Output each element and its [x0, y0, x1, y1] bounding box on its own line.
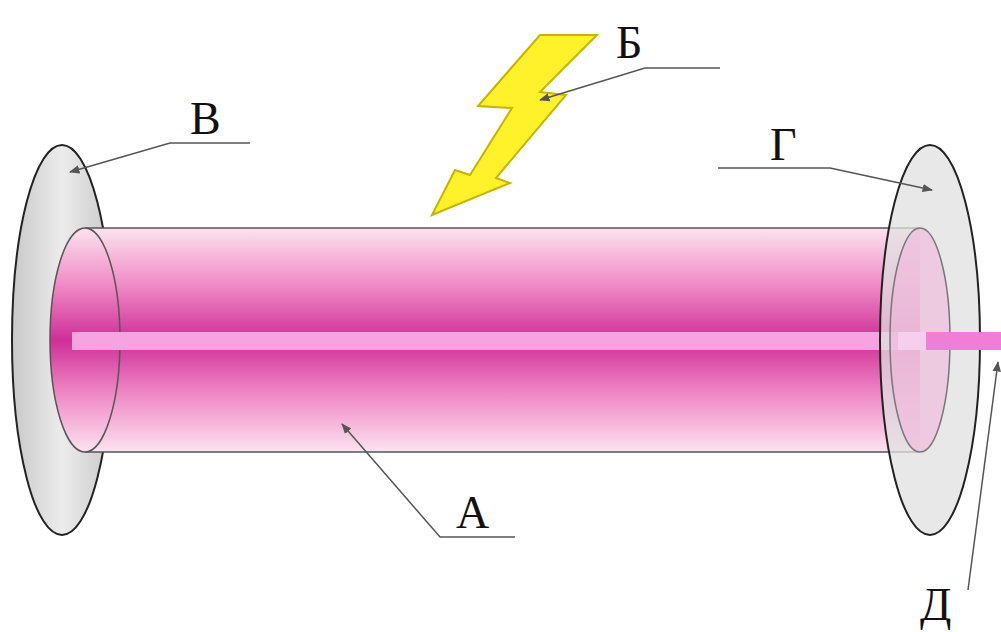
- laser-beam: [72, 332, 925, 350]
- pump-bolt: [432, 35, 597, 215]
- leader-line: [968, 362, 998, 590]
- leader-line: [342, 424, 515, 537]
- part-label: Г: [770, 122, 797, 168]
- part-label: Б: [616, 20, 642, 66]
- part-label: А: [456, 490, 489, 536]
- output-beam: [926, 332, 1001, 350]
- leader-line: [540, 68, 720, 100]
- leader-line: [70, 143, 250, 172]
- leader-line: [718, 168, 932, 190]
- part-label: В: [190, 96, 221, 142]
- part-label: Д: [920, 582, 951, 628]
